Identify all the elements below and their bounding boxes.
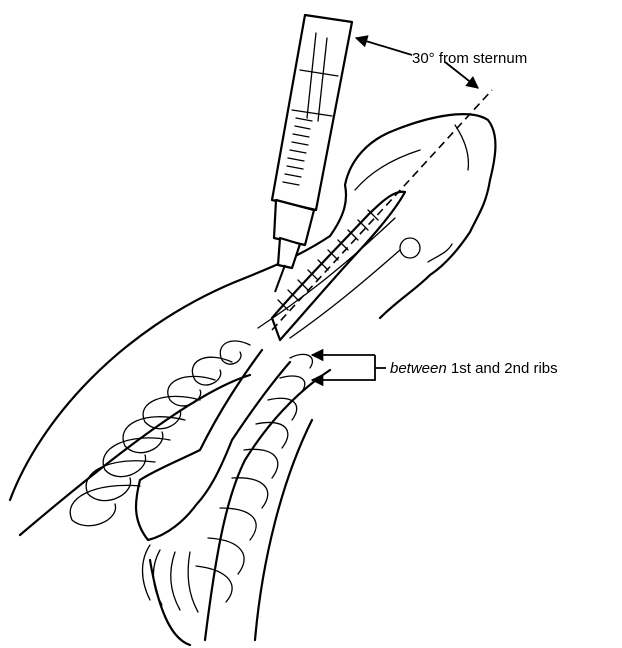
ribs-label: between 1st and 2nd ribs [390, 360, 558, 377]
ribs-left [70, 341, 250, 526]
arrow-icon [356, 38, 412, 55]
eye-icon [400, 238, 420, 258]
ribs-lower [143, 545, 199, 612]
bracket [360, 355, 375, 380]
angle-label: 30° from sternum [412, 50, 527, 67]
ribs-label-rest: 1st and 2nd ribs [447, 360, 558, 377]
syringe [272, 15, 352, 292]
ribs-label-italic: between [390, 360, 447, 377]
head-outline [330, 114, 495, 318]
